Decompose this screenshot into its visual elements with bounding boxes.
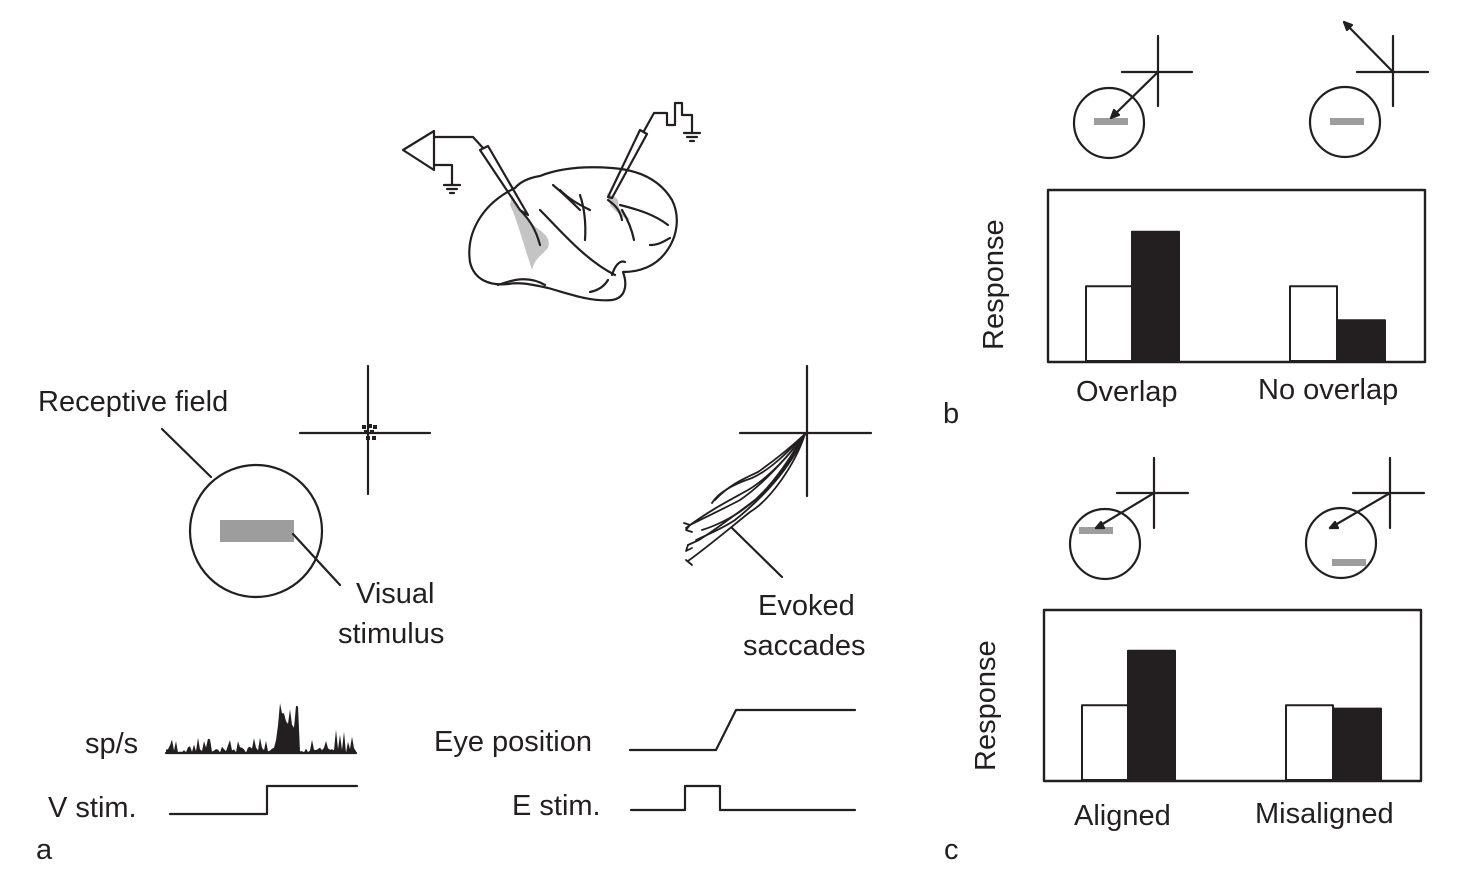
eye-position-trace [628, 708, 857, 752]
stimulator-pulse-icon [642, 101, 694, 135]
receptive-field-label: Receptive field [38, 386, 229, 418]
bar-aligned-filled [1127, 649, 1176, 781]
bar-misaligned-filled [1333, 707, 1382, 781]
receptive-field-circle [188, 463, 324, 599]
e-stim-label: E stim. [512, 790, 601, 822]
v-stim-label: V stim. [48, 792, 137, 824]
fixation-cross-icon [298, 364, 432, 496]
chart-c-category-label: Misaligned [1255, 798, 1394, 830]
bar-overlap-open [1085, 285, 1134, 363]
brain-icon [468, 166, 678, 302]
bar-no-overlap-open [1289, 285, 1338, 363]
evoked-saccade-traces [683, 433, 806, 566]
bar-overlap-filled [1131, 230, 1180, 362]
chart-b-category-label: No overlap [1258, 374, 1399, 406]
chart-b-ylabel: Response [978, 219, 1010, 350]
evoked-saccades-label-line2: saccades [743, 630, 866, 662]
spike-rate-label: sp/s [85, 728, 139, 760]
chart-b-category-label: Overlap [1076, 376, 1178, 408]
panel-c-misaligned-schematic [1304, 456, 1426, 580]
panel-c-letter: c [944, 834, 959, 866]
eye-position-label: Eye position [434, 726, 592, 758]
bar-no-overlap-filled [1337, 319, 1386, 363]
receptive-field-leader [160, 427, 213, 479]
visual-stimulus-label-line2: stimulus [338, 618, 445, 650]
panel-a-letter: a [36, 834, 53, 866]
ground-icon [442, 183, 462, 195]
v-stim-trace [168, 784, 359, 816]
panel-c-aligned-schematic [1068, 456, 1190, 581]
bar-aligned-open [1081, 704, 1130, 782]
visual-stimulus-bar [220, 520, 294, 542]
brain-highlight-right [607, 193, 630, 220]
evoked-saccades-label-line1: Evoked [758, 590, 855, 622]
chart-c-category-label: Aligned [1074, 800, 1171, 832]
electrode-icon [606, 128, 649, 200]
chart-b-bars [1085, 230, 1386, 363]
e-stim-trace [629, 784, 857, 812]
amplifier-icon [401, 129, 485, 187]
visual-stimulus-leader [291, 532, 342, 587]
bar-misaligned-open [1285, 704, 1334, 782]
panel-b-overlap-schematic [1072, 34, 1194, 160]
eye-position-points [362, 424, 377, 440]
spike-histogram [166, 703, 356, 753]
panel-b-letter: b [943, 398, 960, 430]
chart-c-ylabel: Response [970, 640, 1002, 771]
visual-stimulus-label-line1: Visual [356, 578, 435, 610]
brain-highlight-left [510, 195, 549, 270]
evoked-saccades-leader [730, 526, 784, 579]
chart-b-frame [1046, 188, 1427, 364]
electrode-icon [478, 144, 530, 217]
ground-icon [682, 131, 702, 143]
fixation-cross-icon [738, 364, 873, 498]
chart-c-frame [1042, 608, 1423, 783]
chart-c-bars [1081, 649, 1382, 782]
panel-b-no-overlap-schematic [1308, 20, 1430, 159]
brain-outline [468, 166, 678, 302]
